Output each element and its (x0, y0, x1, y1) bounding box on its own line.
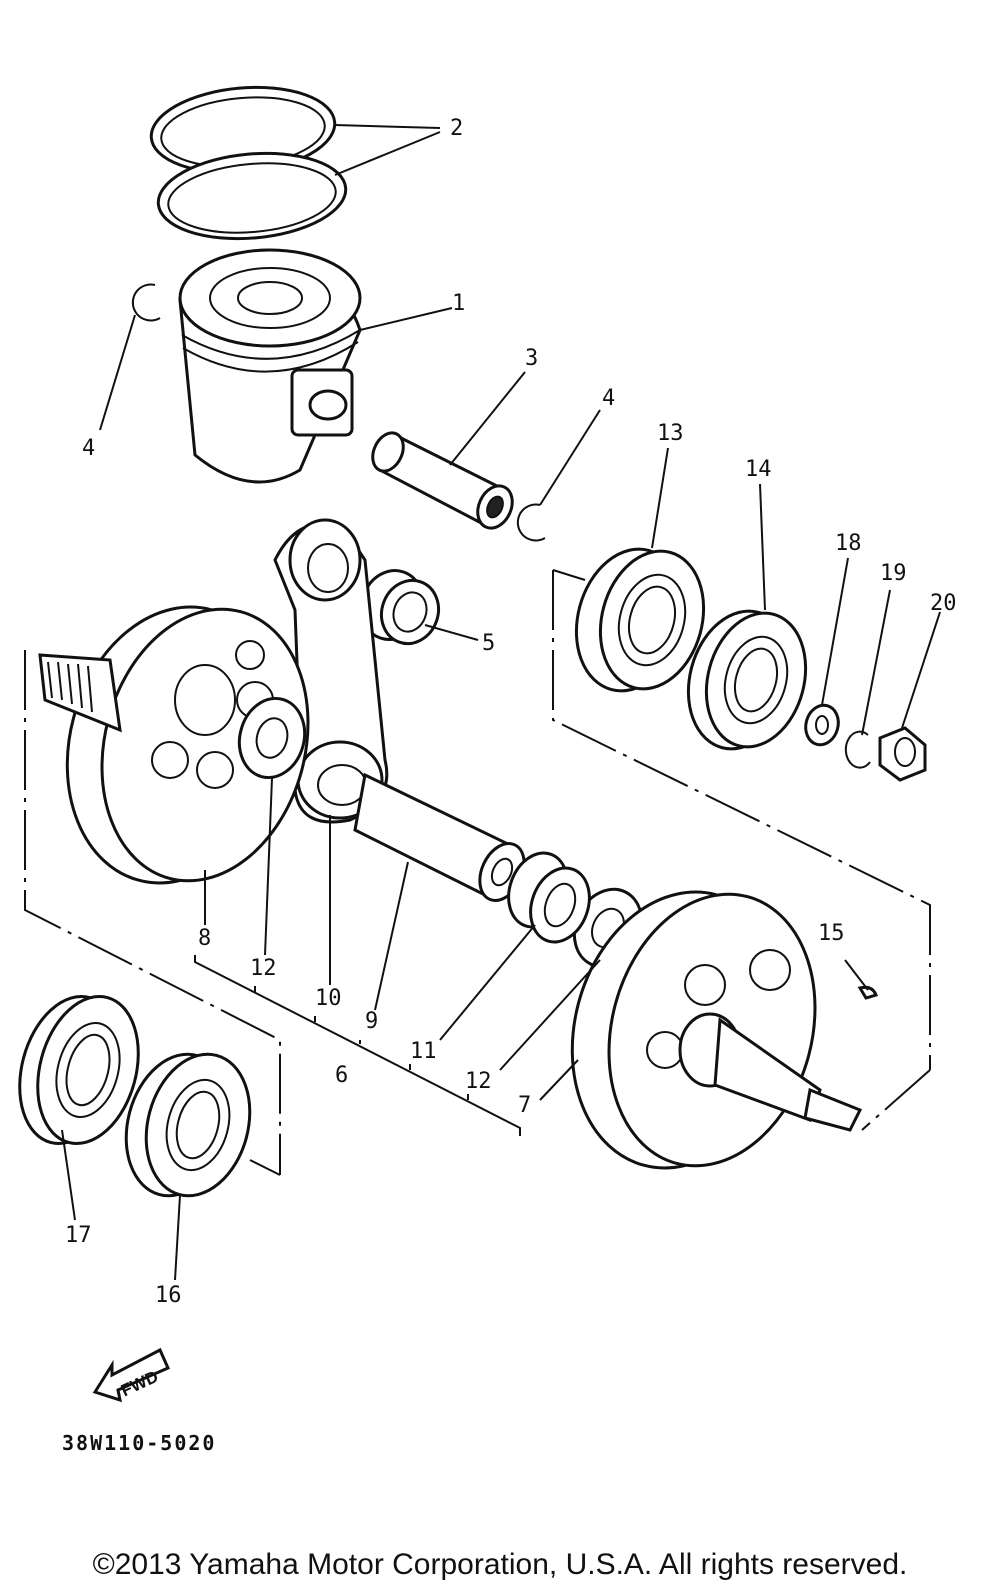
callout-5: 5 (482, 631, 495, 656)
callout-4-left: 4 (82, 436, 95, 461)
callout-20: 20 (930, 591, 957, 616)
callout-2: 2 (450, 116, 463, 141)
oil-seal-17 (18, 994, 140, 1146)
crank-pin (353, 772, 526, 903)
callout-4-right: 4 (602, 386, 615, 411)
callout-18: 18 (835, 531, 862, 556)
callout-11: 11 (410, 1039, 437, 1064)
callout-15: 15 (818, 921, 845, 946)
leader-lines (61, 124, 941, 1281)
callout-3: 3 (525, 346, 538, 371)
callout-1: 1 (452, 291, 465, 316)
callout-12-left: 12 (250, 956, 277, 981)
forward-arrow-icon: FWD (92, 1347, 170, 1403)
circlip-19 (844, 730, 871, 769)
big-end-bearing (507, 851, 591, 944)
callout-12-right: 12 (465, 1069, 492, 1094)
washer-18 (804, 703, 840, 747)
right-crank-wheel (570, 890, 863, 1170)
assembly-outlines (24, 569, 931, 1176)
callout-19: 19 (880, 561, 907, 586)
thrust-washer-left (237, 696, 307, 780)
callout-13: 13 (657, 421, 684, 446)
copyright-notice: ©2013 Yamaha Motor Corporation, U.S.A. A… (92, 1548, 908, 1581)
nut-20 (878, 726, 927, 782)
callout-17: 17 (65, 1223, 92, 1248)
callout-9: 9 (365, 1009, 378, 1034)
callout-labels: 1 2 3 4 4 5 6 7 8 9 10 11 12 12 13 14 15… (65, 116, 957, 1308)
piston-pin-clips (131, 283, 546, 542)
callout-16: 16 (155, 1283, 182, 1308)
callout-6: 6 (335, 1063, 348, 1088)
callout-10: 10 (315, 986, 342, 1011)
left-crank-wheel (65, 605, 310, 885)
piston (178, 248, 362, 484)
oil-seal-14 (686, 609, 808, 751)
left-shaft (38, 653, 122, 733)
woodruff-key (857, 985, 879, 1000)
piston-rings (149, 85, 348, 241)
drawing-code: 38W110-5020 (62, 1431, 216, 1455)
piston-pin (371, 431, 514, 530)
small-end-bearing (359, 569, 440, 646)
callout-14: 14 (745, 457, 772, 482)
callout-7: 7 (518, 1093, 531, 1118)
bearing-16 (124, 1052, 252, 1198)
crankshaft-group-bracket (194, 955, 521, 1136)
callout-8: 8 (198, 926, 211, 951)
bearing-13 (574, 547, 706, 693)
